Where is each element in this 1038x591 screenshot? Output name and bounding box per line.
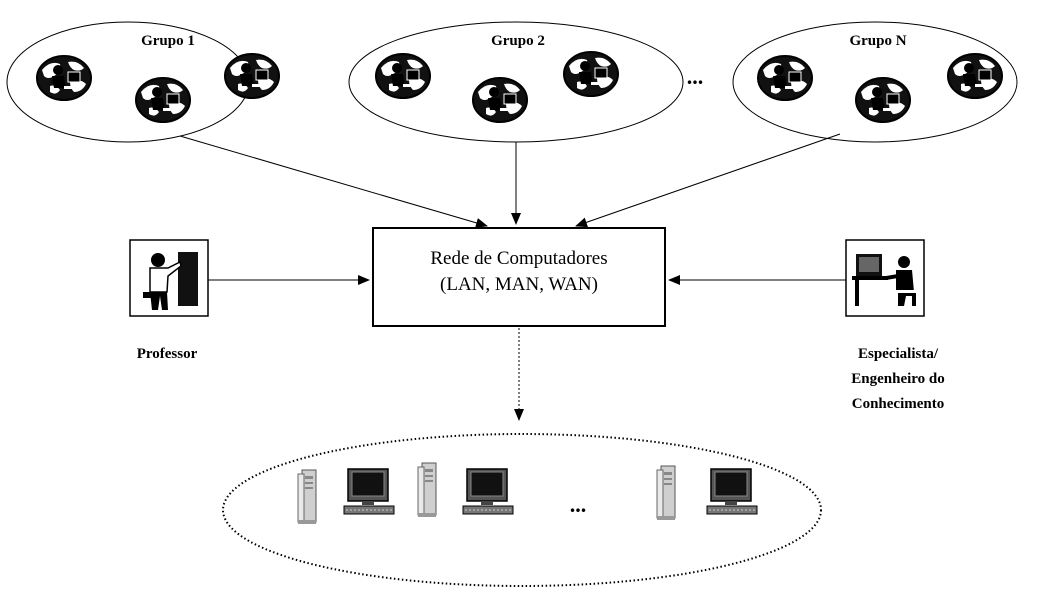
- arrow-group1-network: [179, 135, 488, 228]
- professor: Professor: [129, 239, 209, 362]
- specialist-label-line3: Conhecimento: [852, 396, 945, 412]
- specialist-label-line2: Engenheiro do: [851, 371, 945, 387]
- group-n-label: Grupo N: [849, 33, 906, 49]
- specialist-label-line1: Especialista/: [858, 346, 939, 362]
- group-2-label: Grupo 2: [491, 33, 545, 49]
- teacher-icon: [143, 252, 198, 310]
- group-member-icon: [947, 53, 1003, 99]
- server-icon: [656, 465, 676, 521]
- group-1-label: Grupo 1: [141, 33, 195, 49]
- network-box: Rede de Computadores (LAN, MAN, WAN): [372, 227, 666, 327]
- group-member-icon: [224, 53, 280, 99]
- machines-ellipsis: ...: [570, 492, 587, 517]
- group-member-icon: [36, 55, 92, 101]
- machines-cluster: ...: [222, 433, 822, 587]
- computer-user-icon: [852, 254, 918, 306]
- professor-label: Professor: [137, 346, 198, 362]
- group-1: Grupo 1: [6, 21, 280, 143]
- group-n: Grupo N: [732, 21, 1018, 143]
- workstation-icon: [462, 468, 514, 515]
- workstation-icon: [343, 468, 395, 515]
- group-member-icon: [563, 51, 619, 97]
- network-title: Rede de Computadores: [430, 248, 607, 269]
- specialist: Especialista/ Engenheiro do Conhecimento: [845, 239, 945, 412]
- workstation-icon: [706, 468, 758, 515]
- group-member-icon: [135, 77, 191, 123]
- server-icon: [417, 462, 437, 518]
- network-subtitle: (LAN, MAN, WAN): [440, 274, 598, 295]
- group-member-icon: [855, 77, 911, 123]
- groups-ellipsis: ...: [687, 64, 704, 89]
- group-member-icon: [757, 55, 813, 101]
- server-icon: [297, 469, 317, 525]
- arrow-groupn-network: [575, 133, 841, 228]
- group-member-icon: [375, 53, 431, 99]
- group-2: Grupo 2: [348, 21, 684, 143]
- group-member-icon: [472, 77, 528, 123]
